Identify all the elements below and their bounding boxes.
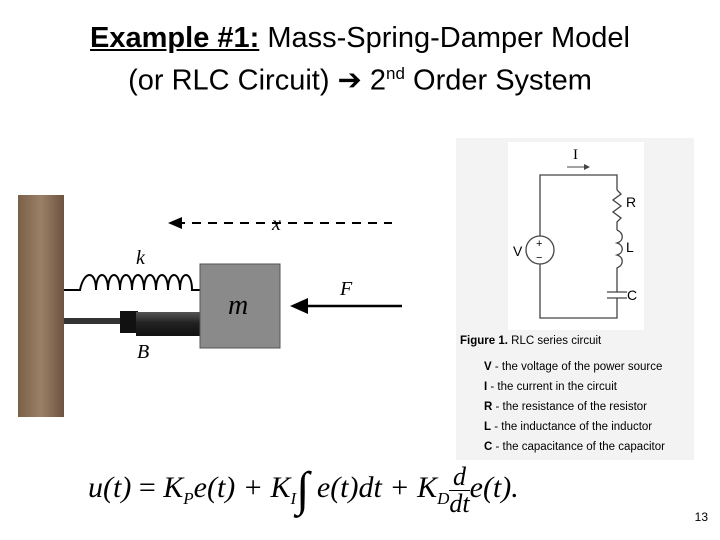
eq-ki: K — [270, 471, 291, 504]
eq-kd: K — [417, 471, 438, 504]
title-order-system: Order System — [404, 64, 592, 97]
legend-sym: L — [484, 421, 492, 433]
integral-icon: ∫ — [296, 463, 310, 516]
voltage-source — [525, 235, 555, 265]
legend-row-l: L - the inductance of the inductor — [484, 417, 692, 437]
title-order-sup: nd — [386, 64, 405, 83]
rlc-legend: Figure 1. RLC series circuit V - the vol… — [460, 335, 692, 457]
x-label: x — [271, 213, 281, 235]
legend-text: - the current in the circuit — [487, 381, 617, 393]
slide-title: Example #1: Mass-Spring-Damper Model (or… — [0, 20, 720, 99]
title-order-num: 2 — [361, 64, 387, 97]
voltage-minus: − — [536, 252, 542, 264]
legend-row-c: C - the capacitance of the capacitor — [484, 437, 692, 457]
r-label: R — [626, 194, 636, 210]
arrow-icon: ➔ — [337, 64, 362, 97]
damper-cylinder — [120, 311, 138, 333]
eq-term1: e(t) + — [193, 471, 271, 504]
mass-block — [199, 263, 281, 349]
force-arrow-head — [290, 298, 308, 314]
wall — [18, 195, 64, 417]
inductor — [614, 229, 623, 288]
c-label: C — [627, 287, 637, 303]
eq-d-num: d — [449, 463, 470, 491]
legend-row-i: I - the current in the circuit — [484, 377, 692, 397]
figure-caption: Figure 1. RLC series circuit — [460, 335, 692, 347]
legend-text: - the inductance of the inductor — [491, 421, 653, 433]
resistor — [611, 189, 623, 230]
title-line-2: (or RLC Circuit) ➔ 2nd Order System — [0, 56, 720, 99]
eq-lhs: u(t) — [88, 471, 132, 504]
caption-text: RLC series circuit — [507, 335, 602, 347]
eq-kp-sub: P — [183, 489, 194, 508]
legend-text: - the capacitance of the capacitor — [492, 441, 665, 453]
damper-body — [136, 312, 200, 336]
wire-left-top — [539, 174, 618, 236]
voltage-plus: + — [536, 238, 542, 250]
legend-text: - the voltage of the power source — [491, 361, 663, 373]
wire-left-bottom — [539, 264, 618, 319]
title-model: Mass-Spring-Damper Model — [259, 22, 630, 54]
force-label: F — [339, 278, 353, 300]
damper-rod — [64, 318, 124, 324]
eq-term2: e(t)dt + — [309, 471, 418, 504]
current-label: I — [573, 147, 578, 163]
legend-sym: V — [484, 361, 492, 373]
damper-label: B — [137, 341, 149, 363]
example-label: Example #1: — [90, 22, 260, 54]
legend-sym: R — [484, 401, 493, 413]
current-arrow-head — [584, 164, 590, 170]
legend-row-v: V - the voltage of the power source — [484, 357, 692, 377]
eq-equals: = — [131, 471, 164, 504]
caption-bold: Figure 1. — [460, 335, 508, 347]
mass-label: m — [228, 290, 248, 321]
l-label: L — [626, 239, 634, 255]
title-rlc: (or RLC Circuit) — [128, 64, 338, 97]
eq-d-den: dt — [449, 488, 470, 518]
legend-sym: I — [484, 381, 488, 393]
voltage-label: V — [513, 243, 523, 259]
eq-kd-sub: D — [437, 489, 450, 508]
legend-row-r: R - the resistance of the resistor — [484, 397, 692, 417]
page-number: 13 — [694, 510, 708, 524]
eq-kp: K — [163, 471, 184, 504]
title-line-1: Example #1: Mass-Spring-Damper Model — [0, 20, 720, 56]
eq-ki-sub: I — [290, 489, 297, 508]
eq-term3: e(t). — [469, 471, 519, 504]
spring — [64, 274, 200, 291]
legend-sym: C — [484, 441, 493, 453]
circuit-bg — [508, 142, 644, 330]
k-label: k — [136, 247, 146, 269]
x-arrow-left-head — [168, 217, 182, 229]
legend-text: - the resistance of the resistor — [492, 401, 648, 413]
